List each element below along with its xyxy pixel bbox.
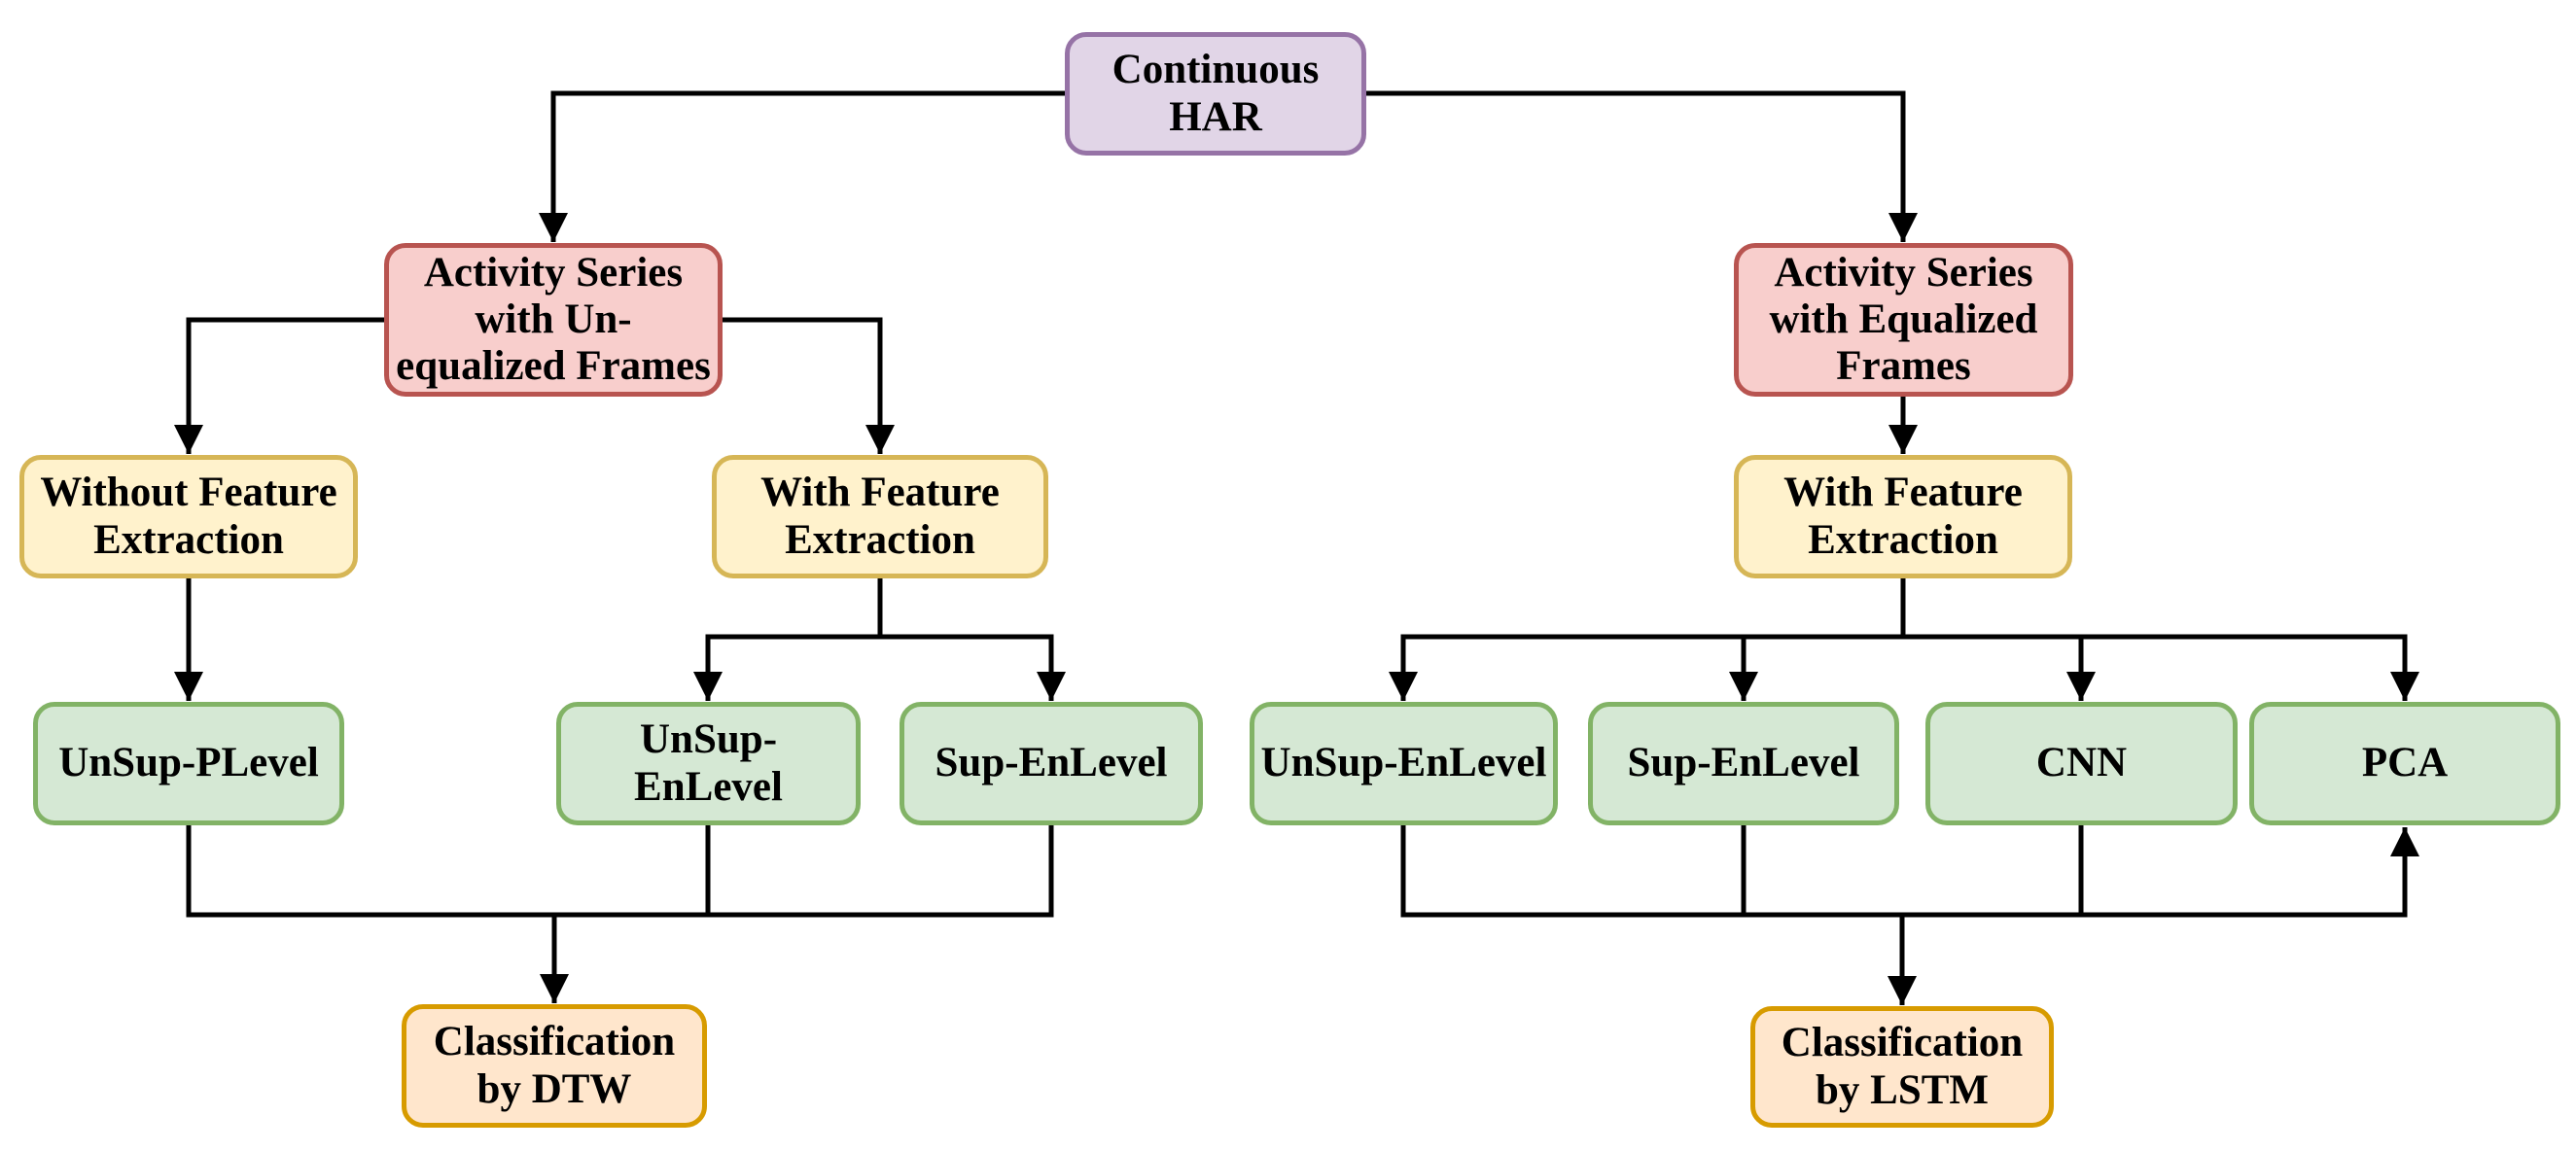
node-label-cnn: CNN <box>2035 740 2128 786</box>
node-unsup-enlevel-left: UnSup-EnLevel <box>556 702 861 825</box>
node-unsup-enlevel-right: UnSup-EnLevel <box>1250 702 1558 825</box>
edge-split-to-sup-enlevel-r <box>1729 634 1903 701</box>
node-label-unsup-enlevel-right: UnSup-EnLevel <box>1260 740 1547 786</box>
edge-split-to-pca <box>1903 634 2419 701</box>
node-label-classification-by-lstm: Classification by LSTM <box>1781 1020 2024 1113</box>
edge-split-to-unsup-enlevel-r <box>1389 634 1903 701</box>
edge-unequalized-to-without-fe <box>174 317 384 454</box>
node-label-continuous-har: Continuous HAR <box>1112 47 1320 140</box>
node-label-with-feature-extraction-left: With Feature Extraction <box>760 470 1000 563</box>
node-without-feature-extraction: Without Feature Extraction <box>19 455 358 578</box>
node-label-sup-enlevel-right: Sup-EnLevel <box>1627 740 1860 786</box>
node-label-unsup-enlevel-left: UnSup-EnLevel <box>634 716 783 810</box>
edge-split-to-unsup-enlevel-l <box>693 634 880 701</box>
node-label-unsup-plevel: UnSup-PLevel <box>58 740 319 786</box>
node-label-sup-enlevel-left: Sup-EnLevel <box>935 740 1168 786</box>
edge-left-bus <box>186 822 1054 918</box>
node-activity-equalized-frames: Activity Series with Equalized Frames <box>1734 243 2073 397</box>
node-label-activity-equalized-frames: Activity Series with Equalized Frames <box>1769 249 2038 390</box>
node-label-without-feature-extraction: Without Feature Extraction <box>40 470 337 563</box>
edge-right-bus-to-pca <box>1400 825 2419 918</box>
node-classification-by-lstm: Classification by LSTM <box>1750 1006 2054 1128</box>
node-continuous-har: Continuous HAR <box>1065 32 1366 156</box>
edge-split-to-sup-enlevel-l <box>880 634 1066 701</box>
node-with-feature-extraction-left: With Feature Extraction <box>712 455 1048 578</box>
node-classification-by-dtw: Classification by DTW <box>402 1004 707 1128</box>
node-label-classification-by-dtw: Classification by DTW <box>433 1019 676 1112</box>
edge-har-to-equalized <box>1366 90 1918 242</box>
node-pca: PCA <box>2249 702 2560 825</box>
node-label-pca: PCA <box>2361 740 2449 786</box>
edge-har-to-unequalized <box>539 90 1065 242</box>
node-activity-unequalized-frames: Activity Series with Un- equalized Frame… <box>384 243 723 397</box>
edge-unequalized-to-with-fe <box>723 317 895 454</box>
node-label-with-feature-extraction-right: With Feature Extraction <box>1783 470 2023 563</box>
node-with-feature-extraction-right: With Feature Extraction <box>1734 455 2072 578</box>
node-label-activity-unequalized-frames: Activity Series with Un- equalized Frame… <box>396 249 711 390</box>
node-cnn: CNN <box>1925 702 2238 825</box>
node-sup-enlevel-left: Sup-EnLevel <box>900 702 1203 825</box>
edges-group <box>174 90 2419 1005</box>
node-unsup-plevel: UnSup-PLevel <box>33 702 344 825</box>
edge-split-to-cnn <box>1903 634 2096 701</box>
node-sup-enlevel-right: Sup-EnLevel <box>1588 702 1899 825</box>
